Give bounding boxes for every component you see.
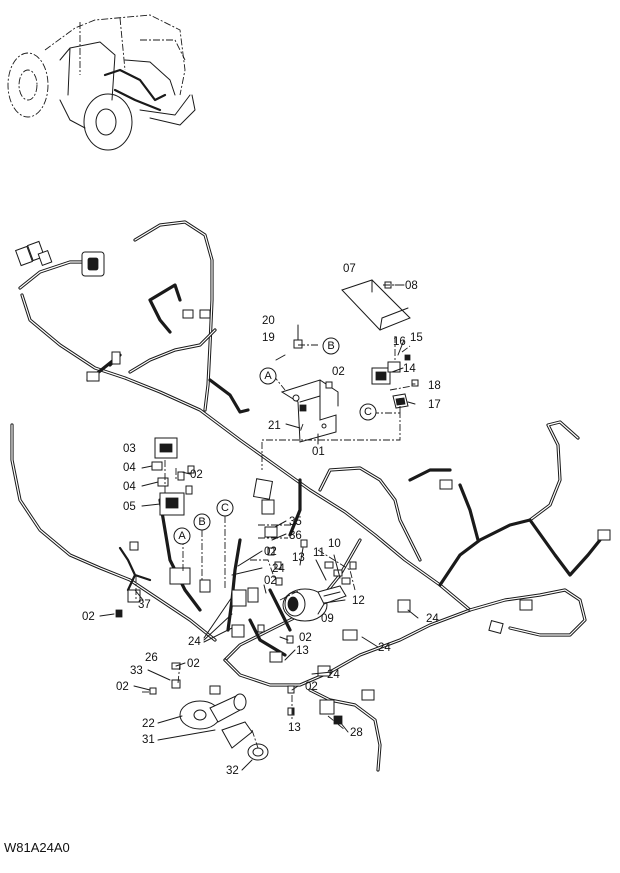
callout-35: 35 (289, 516, 302, 528)
callout-07: 07 (343, 263, 356, 275)
callout-13-center: 13 (296, 645, 309, 657)
callout-18: 18 (428, 380, 441, 392)
callout-05: 05 (123, 501, 136, 513)
callout-24-lower: 24 (327, 669, 340, 681)
bubble-c-lower: C (221, 502, 229, 514)
callout-02-battery: 02 (187, 658, 200, 670)
figure-code: W81A24A0 (4, 840, 70, 855)
machine-location-thumbnail (7, 14, 196, 151)
bubble-b-upper: B (327, 340, 334, 352)
callout-04-lower: 04 (123, 481, 136, 493)
callout-02-center: 02 (299, 632, 312, 644)
callout-15: 15 (410, 332, 423, 344)
harness-connectors (14, 240, 611, 725)
leader-lines (99, 284, 419, 771)
reference-lines (135, 284, 413, 749)
callout-01: 01 (312, 446, 325, 458)
reference-bubbles: A B C A B C (173, 337, 377, 545)
motor-assembly-09 (282, 561, 351, 622)
callout-32: 32 (226, 765, 239, 777)
callout-03: 03 (123, 443, 136, 455)
callout-24-right: 24 (426, 613, 439, 625)
callout-13-upper: 13 (292, 552, 305, 564)
callout-33: 33 (130, 665, 143, 677)
callout-16: 16 (393, 336, 406, 348)
callout-02-mid: 02 (264, 546, 277, 558)
callout-36: 36 (289, 530, 302, 542)
callout-08: 08 (405, 280, 418, 292)
callout-02-left: 02 (82, 611, 95, 623)
bubble-a-upper: A (264, 370, 272, 382)
bubble-c-upper: C (364, 406, 372, 418)
callout-14: 14 (403, 363, 416, 375)
callout-12: 12 (352, 595, 365, 607)
part-callouts: 07 08 15 16 14 18 17 20 19 02 21 01 03 0… (82, 263, 441, 777)
callout-02-lower: 02 (305, 681, 318, 693)
relay-stack (151, 437, 193, 516)
bubble-a-lower: A (178, 530, 186, 542)
callout-09: 09 (321, 613, 334, 625)
callout-26: 26 (145, 652, 158, 664)
callout-02-relay: 02 (190, 469, 203, 481)
relay-bracket-assembly (280, 279, 419, 443)
callout-22: 22 (142, 718, 155, 730)
callout-20: 20 (262, 315, 275, 327)
callout-24-left: 24 (188, 636, 201, 648)
callout-28: 28 (350, 727, 363, 739)
callout-24-mid: 24 (272, 563, 285, 575)
callout-02-battery-lower: 02 (116, 681, 129, 693)
callout-31: 31 (142, 734, 155, 746)
callout-19: 19 (262, 332, 275, 344)
callout-10: 10 (328, 538, 341, 550)
callout-02-lower-mid: 02 (264, 575, 277, 587)
callout-13-lower: 13 (288, 722, 301, 734)
callout-17: 17 (428, 399, 441, 411)
bubble-b-lower: B (198, 516, 205, 528)
callout-02-bracket: 02 (332, 366, 345, 378)
callout-04-upper: 04 (123, 462, 136, 474)
callout-24-center: 24 (378, 642, 391, 654)
callout-37: 37 (138, 599, 151, 611)
fasteners (115, 465, 357, 716)
callout-21: 21 (268, 420, 281, 432)
callout-11: 11 (313, 547, 325, 559)
battery-disconnect-assembly (149, 662, 269, 761)
